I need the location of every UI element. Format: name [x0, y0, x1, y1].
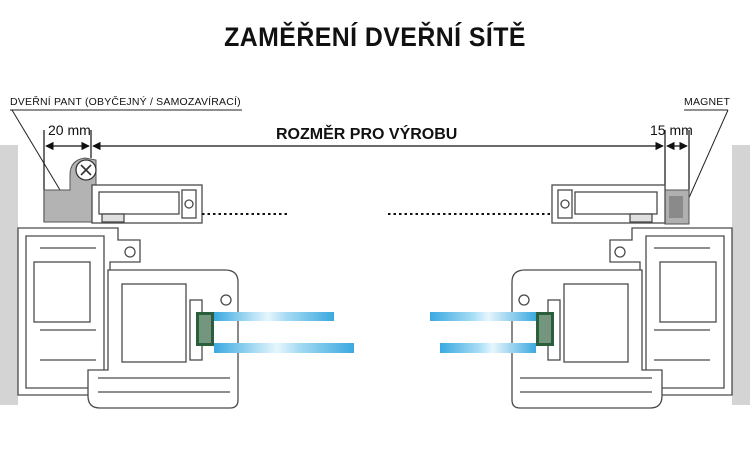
left-glass-pane-top: [214, 312, 334, 321]
right-magnet: [664, 189, 690, 225]
right-sash-frame: [511, 269, 663, 409]
right-glazing-bead: [536, 312, 554, 346]
left-hinge: [43, 157, 97, 223]
left-glass-pane-bottom: [214, 343, 354, 353]
left-screen-profile: [91, 184, 203, 224]
magnet-label: MAGNET: [684, 96, 731, 108]
left-dimension-label: 20 mm: [48, 122, 91, 138]
left-wall: [0, 145, 18, 405]
right-glass-pane-top: [430, 312, 536, 321]
leader-lines: [10, 109, 729, 201]
diagram-title: ZAMĚŘENÍ DVEŘNÍ SÍTĚ: [224, 22, 526, 52]
left-sash-frame: [87, 269, 239, 409]
hinge-label: DVEŘNÍ PANT (OBYČEJNÝ / SAMOZAVÍRACÍ): [10, 96, 241, 108]
right-screen-profile: [551, 184, 666, 224]
right-glass-pane-bottom: [440, 343, 536, 353]
right-dimension-label: 15 mm: [650, 122, 693, 138]
right-wall: [732, 145, 750, 405]
left-glazing-bead: [196, 312, 214, 346]
production-dimension-label: ROZMĚR PRO VÝROBU: [276, 126, 458, 143]
